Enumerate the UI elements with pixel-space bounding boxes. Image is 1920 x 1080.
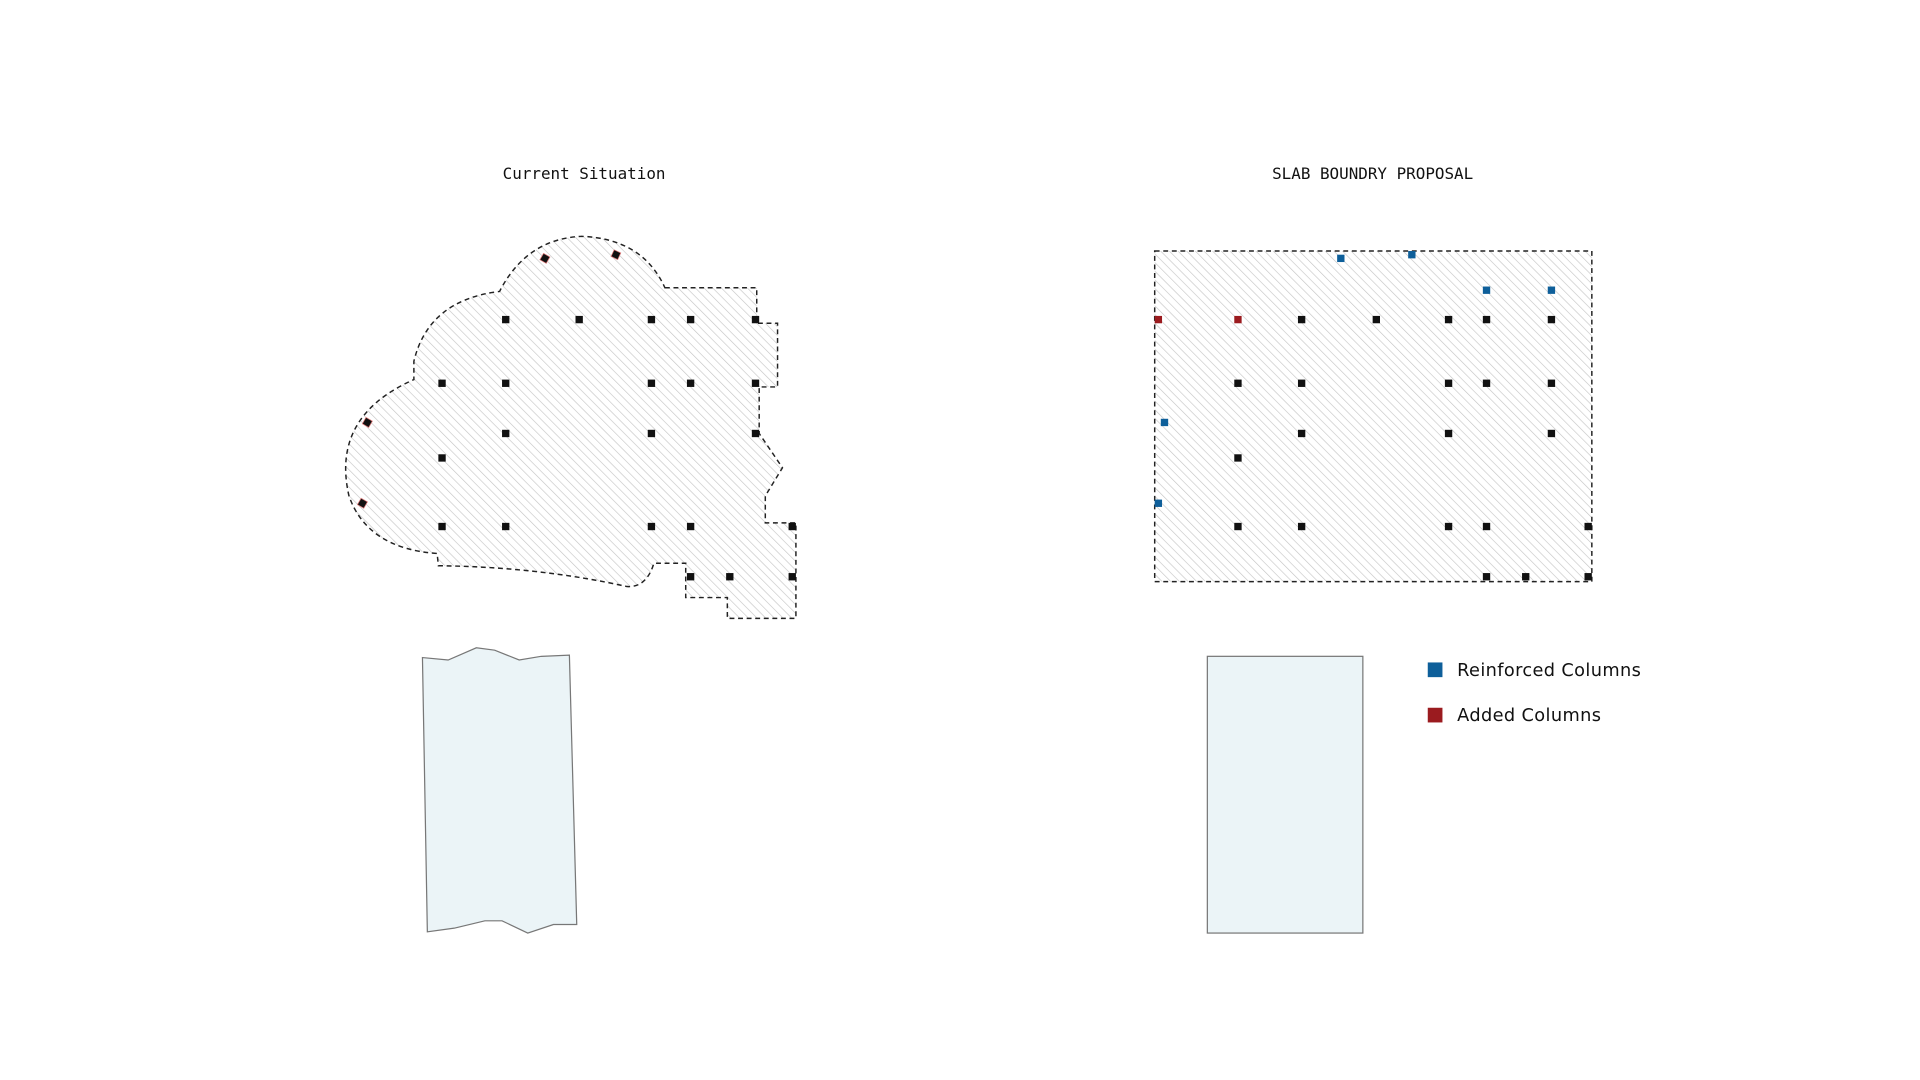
column-marker bbox=[686, 522, 695, 531]
reinforced-column-marker bbox=[1482, 286, 1491, 294]
added-column-marker bbox=[1154, 315, 1163, 324]
column-marker bbox=[502, 429, 510, 438]
column-marker bbox=[1584, 522, 1592, 531]
edge-column-marker bbox=[361, 416, 373, 428]
column-marker bbox=[1444, 522, 1453, 531]
column-marker bbox=[1297, 429, 1306, 438]
reinforced-column-marker bbox=[1160, 418, 1169, 427]
column-marker bbox=[438, 454, 446, 462]
column-marker bbox=[751, 379, 760, 387]
column-marker bbox=[502, 315, 510, 324]
column-marker bbox=[1547, 379, 1556, 387]
proposal-slab-plan bbox=[1153, 250, 1593, 583]
current-slab-plan bbox=[344, 235, 797, 620]
column-marker bbox=[1522, 573, 1530, 581]
current-slab-boundary bbox=[344, 235, 797, 620]
column-marker bbox=[1482, 573, 1491, 581]
column-marker bbox=[575, 315, 583, 324]
column-marker bbox=[1372, 315, 1380, 324]
column-marker bbox=[1482, 522, 1491, 531]
added-column-marker bbox=[1234, 315, 1242, 324]
legend: Reinforced Columns Added Columns bbox=[1427, 661, 1641, 726]
column-marker bbox=[647, 315, 656, 324]
column-marker bbox=[1584, 573, 1592, 581]
reinforced-column-marker bbox=[1408, 251, 1416, 259]
column-marker bbox=[686, 573, 695, 581]
edge-column-marker bbox=[356, 497, 368, 509]
edge-column-marker bbox=[539, 252, 551, 264]
column-marker bbox=[788, 573, 796, 581]
proposal-columns bbox=[1154, 251, 1592, 581]
column-marker bbox=[1482, 379, 1491, 387]
column-marker bbox=[1234, 379, 1242, 387]
column-marker bbox=[1297, 315, 1306, 324]
column-marker bbox=[502, 522, 510, 531]
column-marker bbox=[1234, 454, 1242, 462]
column-marker bbox=[1297, 379, 1306, 387]
column-marker bbox=[1482, 315, 1491, 324]
edge-column-marker bbox=[610, 249, 622, 261]
reinforced-columns-swatch bbox=[1427, 662, 1443, 678]
proposal-slab-boundary bbox=[1153, 250, 1593, 583]
column-marker bbox=[751, 315, 760, 324]
added-columns-label: Added Columns bbox=[1457, 706, 1601, 726]
column-marker bbox=[438, 379, 446, 387]
current-situation-title: Current Situation bbox=[503, 164, 666, 183]
proposal-building-block bbox=[1206, 655, 1364, 934]
column-marker bbox=[751, 429, 760, 438]
current-columns bbox=[356, 249, 796, 581]
column-marker bbox=[686, 315, 695, 324]
column-marker bbox=[1547, 315, 1556, 324]
column-marker bbox=[1234, 522, 1242, 531]
column-marker bbox=[502, 379, 510, 387]
column-marker bbox=[1297, 522, 1306, 531]
added-columns-swatch bbox=[1427, 707, 1443, 723]
reinforced-column-marker bbox=[1154, 499, 1163, 507]
reinforced-column-marker bbox=[1547, 286, 1556, 294]
column-marker bbox=[1547, 429, 1556, 438]
column-marker bbox=[686, 379, 695, 387]
column-marker bbox=[1444, 315, 1453, 324]
current-building-block bbox=[421, 647, 578, 934]
column-marker bbox=[788, 522, 796, 531]
reinforced-columns-label: Reinforced Columns bbox=[1457, 661, 1641, 681]
reinforced-column-marker bbox=[1337, 254, 1345, 263]
column-marker bbox=[647, 429, 656, 438]
column-marker bbox=[647, 522, 656, 531]
column-marker bbox=[438, 522, 446, 531]
proposal-title: SLAB BOUNDRY PROPOSAL bbox=[1272, 164, 1473, 183]
column-marker bbox=[726, 573, 734, 581]
column-marker bbox=[1444, 429, 1453, 438]
column-marker bbox=[647, 379, 656, 387]
column-marker bbox=[1444, 379, 1453, 387]
